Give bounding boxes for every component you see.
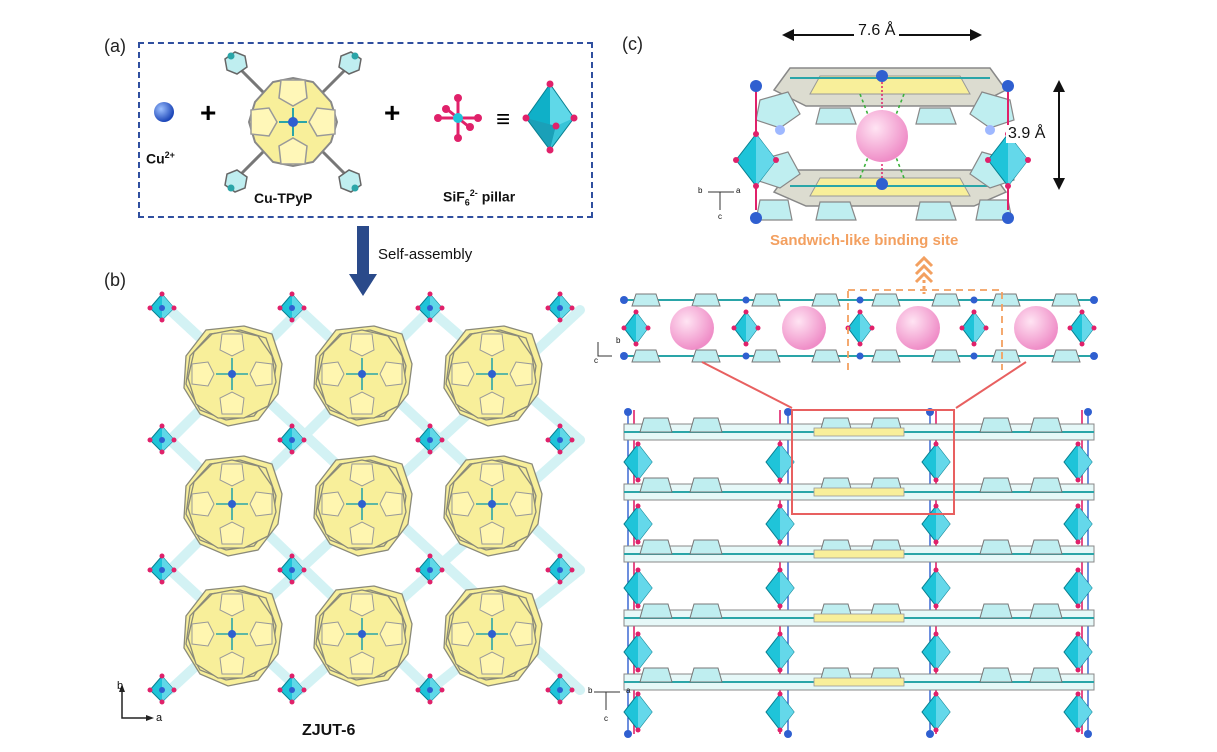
ligand-label: Cu-TPyP: [254, 190, 313, 206]
panel-label-c: (c): [622, 34, 643, 54]
cu-ion-sphere: [154, 102, 174, 122]
self-assembly-arrow: [349, 226, 377, 296]
zjut6-framework-view: [147, 291, 585, 705]
axis-label-c-bottom-y: b: [588, 686, 593, 695]
axes-indicator-c-bottom: [594, 691, 620, 710]
panel-a-graphics: + +: [154, 51, 578, 193]
height-dimension-label: 3.9 Å: [1006, 125, 1048, 143]
equiv-sign: ≡: [496, 106, 510, 133]
sif6-stick-model: [434, 94, 482, 142]
zjut6-caption: ZJUT-6: [302, 722, 356, 739]
axis-label-b-vertical: b: [117, 680, 124, 692]
plus-sign-1: +: [200, 97, 216, 128]
zoom-region-box: [791, 409, 955, 515]
binding-site-label: Sandwich-like binding site: [770, 232, 959, 249]
guest-sphere: [1014, 306, 1058, 350]
axis-label-c-mid-z: c: [594, 356, 598, 365]
axis-label-c-bottom-x: a: [626, 686, 631, 695]
panel-a-dashed-box: [138, 42, 593, 218]
axes-indicator-c-mid: [597, 342, 612, 357]
panel-label-b: (b): [104, 270, 126, 290]
zoom-guide-lines: [701, 361, 1027, 409]
axes-indicator-b: [119, 684, 154, 721]
axis-label-c-top-z: c: [718, 212, 722, 221]
guest-sphere: [856, 110, 908, 162]
guest-sphere: [782, 306, 826, 350]
panel-label-a: (a): [104, 36, 126, 56]
binding-site-detail-view: [732, 67, 1032, 224]
axis-label-c-top-y: b: [698, 186, 703, 195]
chevron-up-icon: [914, 255, 934, 294]
binding-site-highlight-box: [847, 289, 1003, 370]
guest-sphere: [896, 306, 940, 350]
guest-sphere: [670, 306, 714, 350]
pillar-label: SiF62- pillar: [443, 188, 516, 208]
axis-label-c-bottom-z: c: [604, 714, 608, 723]
height-dimension-arrow: [1053, 80, 1065, 190]
sif6-octahedron: [522, 80, 578, 154]
cu-ion-label: Cu2+: [146, 150, 175, 167]
width-dimension-label: 7.6 Å: [854, 22, 900, 40]
self-assembly-label: Self-assembly: [378, 246, 473, 263]
cu-tpyp-molecule: [224, 51, 362, 193]
axis-label-b-horizontal: a: [156, 712, 163, 724]
axes-indicator-c-top: [708, 191, 734, 210]
axis-label-c-top-x: a: [736, 186, 741, 195]
axis-label-c-mid-x: b: [616, 336, 621, 345]
framework-side-view: [623, 408, 1095, 738]
plus-sign-2: +: [384, 97, 400, 128]
channel-row-view: [620, 289, 1098, 370]
